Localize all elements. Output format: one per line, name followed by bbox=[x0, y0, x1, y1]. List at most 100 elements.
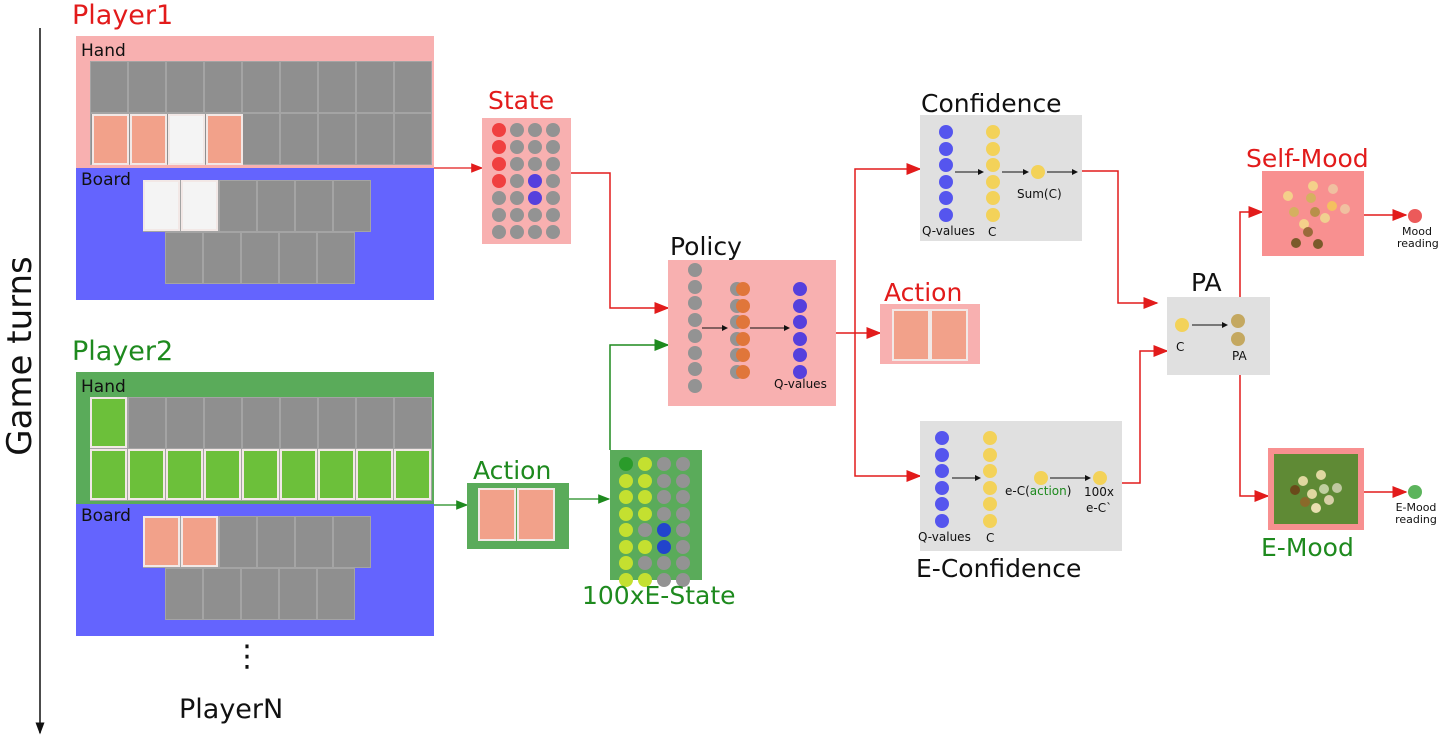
estate-dot bbox=[638, 572, 652, 587]
player1-hand-card bbox=[206, 114, 243, 165]
card-slot bbox=[90, 61, 128, 113]
card-slot bbox=[280, 397, 318, 449]
estate-dot bbox=[657, 556, 671, 570]
card-slot bbox=[257, 180, 295, 232]
emood-dot bbox=[1307, 489, 1317, 499]
emood-dot bbox=[1298, 476, 1308, 486]
player2-hand-card bbox=[242, 449, 279, 500]
action-green-card-1 bbox=[478, 488, 516, 541]
confidence-sum-label: Sum(C) bbox=[1017, 187, 1062, 201]
card-slot bbox=[219, 516, 257, 568]
card-slot bbox=[394, 397, 432, 449]
card-slot bbox=[219, 180, 257, 232]
inner-arrow bbox=[1047, 169, 1078, 175]
action-green-title: Action bbox=[473, 456, 552, 485]
player2-hand-card bbox=[280, 449, 317, 500]
confidence-c-dot bbox=[986, 158, 1000, 172]
card-slot bbox=[242, 61, 280, 113]
state-dot bbox=[546, 225, 560, 239]
player1-hand-label: Hand bbox=[81, 41, 126, 61]
econfidence-100x-dot bbox=[1093, 471, 1107, 485]
selfmood-title: Self-Mood bbox=[1246, 144, 1369, 173]
econfidence-c-dot bbox=[983, 447, 997, 462]
estate-dot bbox=[676, 473, 690, 488]
card-slot bbox=[165, 232, 203, 284]
player2-hand-card bbox=[166, 449, 203, 500]
policy-input-dot bbox=[688, 329, 702, 343]
econfidence-qvalue-dot bbox=[935, 464, 949, 478]
state-dot bbox=[546, 140, 560, 154]
estate-dot bbox=[619, 473, 633, 488]
state-dot bbox=[528, 208, 542, 222]
econfidence-c-dot bbox=[983, 464, 997, 478]
card-slot bbox=[295, 180, 333, 232]
estate-dot bbox=[619, 572, 633, 587]
state-dot bbox=[492, 174, 506, 188]
pa-pa-label: PA bbox=[1232, 349, 1247, 363]
estate-dot bbox=[657, 523, 671, 537]
estate-dot bbox=[657, 506, 671, 521]
emood-reading-line2: reading bbox=[1395, 513, 1437, 527]
policy-output-dot bbox=[793, 364, 807, 379]
card-slot bbox=[242, 397, 280, 449]
state-dot bbox=[510, 191, 524, 205]
confidence-qvalue-dot bbox=[939, 191, 953, 205]
ec-suffix: ) bbox=[1066, 484, 1072, 498]
estate-dot bbox=[638, 556, 652, 570]
card-slot bbox=[203, 232, 241, 284]
ec-prefix: e-C( bbox=[1005, 484, 1030, 498]
policy-output-dot bbox=[793, 282, 807, 296]
card-slot bbox=[318, 397, 356, 449]
card-slot bbox=[241, 232, 279, 284]
card-slot bbox=[204, 397, 242, 449]
state-dot bbox=[528, 225, 542, 239]
emood-dot bbox=[1316, 470, 1326, 480]
econfidence-c-dot bbox=[983, 431, 997, 445]
confidence-title: Confidence bbox=[921, 89, 1062, 118]
player1-hand-card bbox=[168, 114, 205, 165]
selfmood-dot bbox=[1320, 213, 1330, 223]
estate-dot bbox=[619, 556, 633, 570]
player1-board-card bbox=[181, 180, 218, 231]
player1-hand-card bbox=[92, 114, 129, 165]
policy-title: Policy bbox=[670, 232, 742, 261]
estate-dot bbox=[619, 506, 633, 521]
player1-board-label: Board bbox=[81, 170, 131, 190]
inner-arrow bbox=[1002, 169, 1029, 175]
card-slot bbox=[318, 113, 356, 165]
state-dot bbox=[492, 208, 506, 222]
card-slot bbox=[317, 232, 355, 284]
card-slot bbox=[317, 568, 355, 620]
state-dot bbox=[510, 225, 524, 239]
policy-hidden-dot bbox=[736, 298, 750, 313]
policy-hidden-dot bbox=[736, 331, 750, 346]
econfidence-qvalue-dot bbox=[935, 447, 949, 462]
action-green-card-2 bbox=[517, 488, 555, 541]
state-dot bbox=[546, 191, 560, 205]
inner-arrow bbox=[955, 169, 984, 175]
emood-dot bbox=[1290, 485, 1300, 495]
econfidence-qvalue-dot bbox=[935, 431, 949, 445]
player1-title: Player1 bbox=[72, 0, 174, 31]
estate-dot bbox=[657, 457, 671, 471]
confidence-c-dot bbox=[986, 207, 1000, 222]
emood-inner bbox=[1274, 454, 1358, 524]
confidence-qvalue-dot bbox=[939, 158, 953, 172]
econfidence-title: E-Confidence bbox=[916, 554, 1082, 583]
mood-reading-dot bbox=[1408, 209, 1422, 223]
confidence-qvalue-dot bbox=[939, 207, 953, 222]
emood-reading-dot bbox=[1408, 485, 1422, 499]
player2-hand-label: Hand bbox=[81, 377, 126, 397]
policy-input-dot bbox=[688, 345, 702, 360]
player2-hand-card bbox=[394, 449, 431, 500]
card-slot bbox=[279, 568, 317, 620]
econfidence-ec-prime-label: e-C` bbox=[1086, 501, 1113, 515]
estate-dot bbox=[638, 490, 652, 504]
card-slot bbox=[204, 61, 242, 113]
card-slot bbox=[356, 61, 394, 113]
estate-dot bbox=[657, 539, 671, 554]
player2-hand-card bbox=[356, 449, 393, 500]
card-slot bbox=[128, 61, 166, 113]
emood-dot bbox=[1300, 497, 1310, 507]
